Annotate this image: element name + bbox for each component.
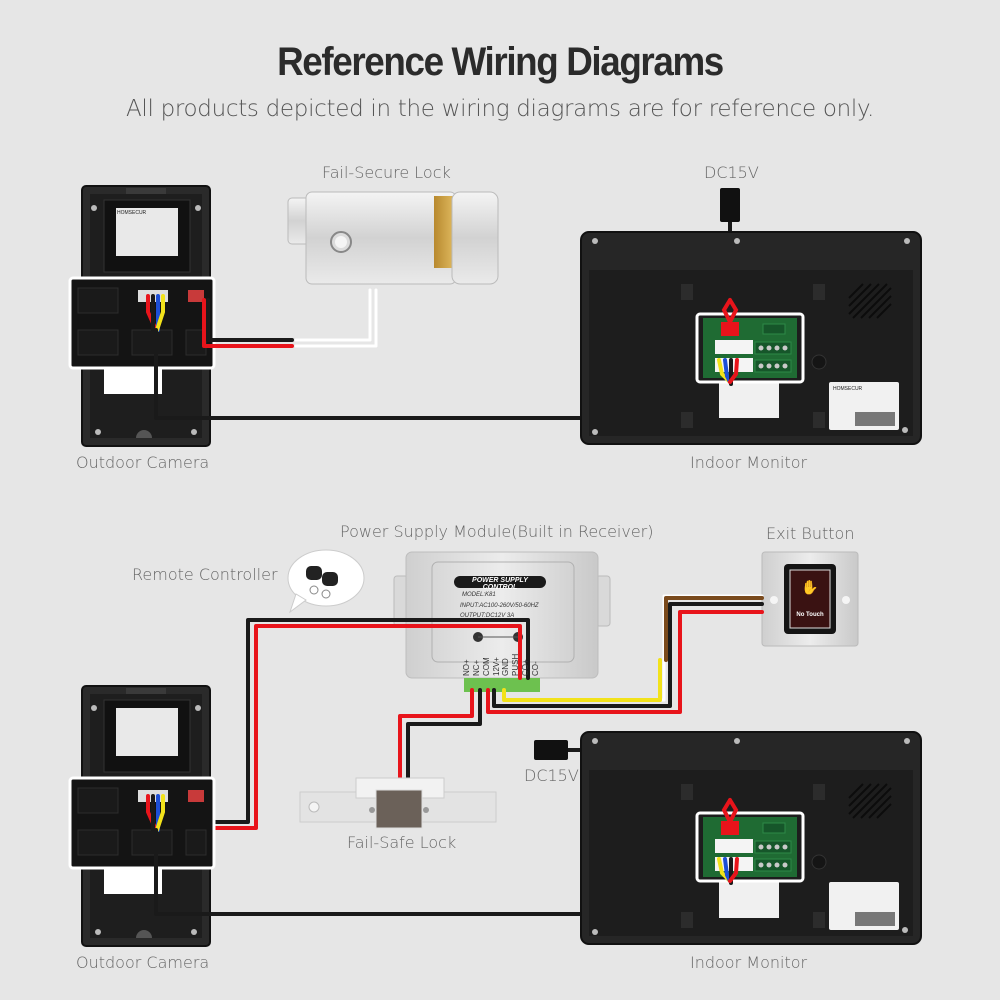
dc15v-label-1: DC15V [704, 163, 759, 182]
indoor-monitor-2 [580, 731, 922, 945]
terminal-12v: 12V+ [491, 657, 501, 676]
power-supply-wires [202, 594, 764, 830]
indoor-monitor-label-1: Indoor Monitor [690, 453, 808, 472]
fail-secure-lock-label: Fail-Secure Lock [322, 163, 451, 182]
power-supply-model: MODEL:K81 [462, 592, 496, 598]
power-supply-input: INPUT:AC100-260V/50-60HZ [460, 603, 539, 609]
remote-controller-bubble [287, 549, 365, 614]
fail-safe-lock [299, 777, 497, 829]
fail-safe-lock-label: Fail-Safe Lock [347, 833, 457, 852]
power-supply-output: OUTPUT:DC12V 3A [460, 613, 515, 619]
monitor-1-brand: HOMSECUR [833, 386, 863, 392]
page-subtitle: All products depicted in the wiring diag… [125, 96, 875, 122]
terminal-com: COM [481, 657, 491, 676]
power-supply-module [393, 551, 611, 692]
exit-button-text: No Touch [796, 612, 824, 618]
terminal-no: NO+ [462, 659, 471, 676]
power-supply-badge: POWER SUPPLY CONTROL [472, 577, 528, 591]
terminal-push: PUSH [511, 653, 521, 676]
outdoor-camera-label-2: Outdoor Camera [76, 953, 210, 972]
indoor-monitor-label-2: Indoor Monitor [690, 953, 808, 972]
terminal-nc: NC+ [471, 659, 481, 676]
exit-button-device [761, 551, 859, 647]
terminal-gnd: GND [501, 658, 511, 676]
remote-controller-label: Remote Controller [132, 565, 278, 584]
outdoor-camera-1 [68, 185, 216, 447]
outdoor-camera-label-1: Outdoor Camera [76, 453, 210, 472]
exit-button-label: Exit Button [766, 524, 855, 543]
outdoor-camera-2 [68, 685, 216, 947]
terminal-co-minus: CO- [530, 661, 540, 676]
power-supply-module-label: Power Supply Module(Built in Receiver) [340, 522, 654, 541]
power-supply-terminal-labels: NO+ NC+ COM 12V+ GND PUSH CO+ CO- [462, 646, 540, 676]
page-title: Reference Wiring Diagrams [277, 40, 724, 84]
dc15v-label-2: DC15V [524, 766, 579, 785]
fail-secure-lock [287, 191, 499, 285]
camera-1-brand: HOMSECUR [117, 210, 147, 216]
hand-icon: ✋ [801, 580, 819, 596]
terminal-co-plus: CO+ [521, 659, 531, 676]
indoor-monitor-1 [580, 231, 922, 445]
